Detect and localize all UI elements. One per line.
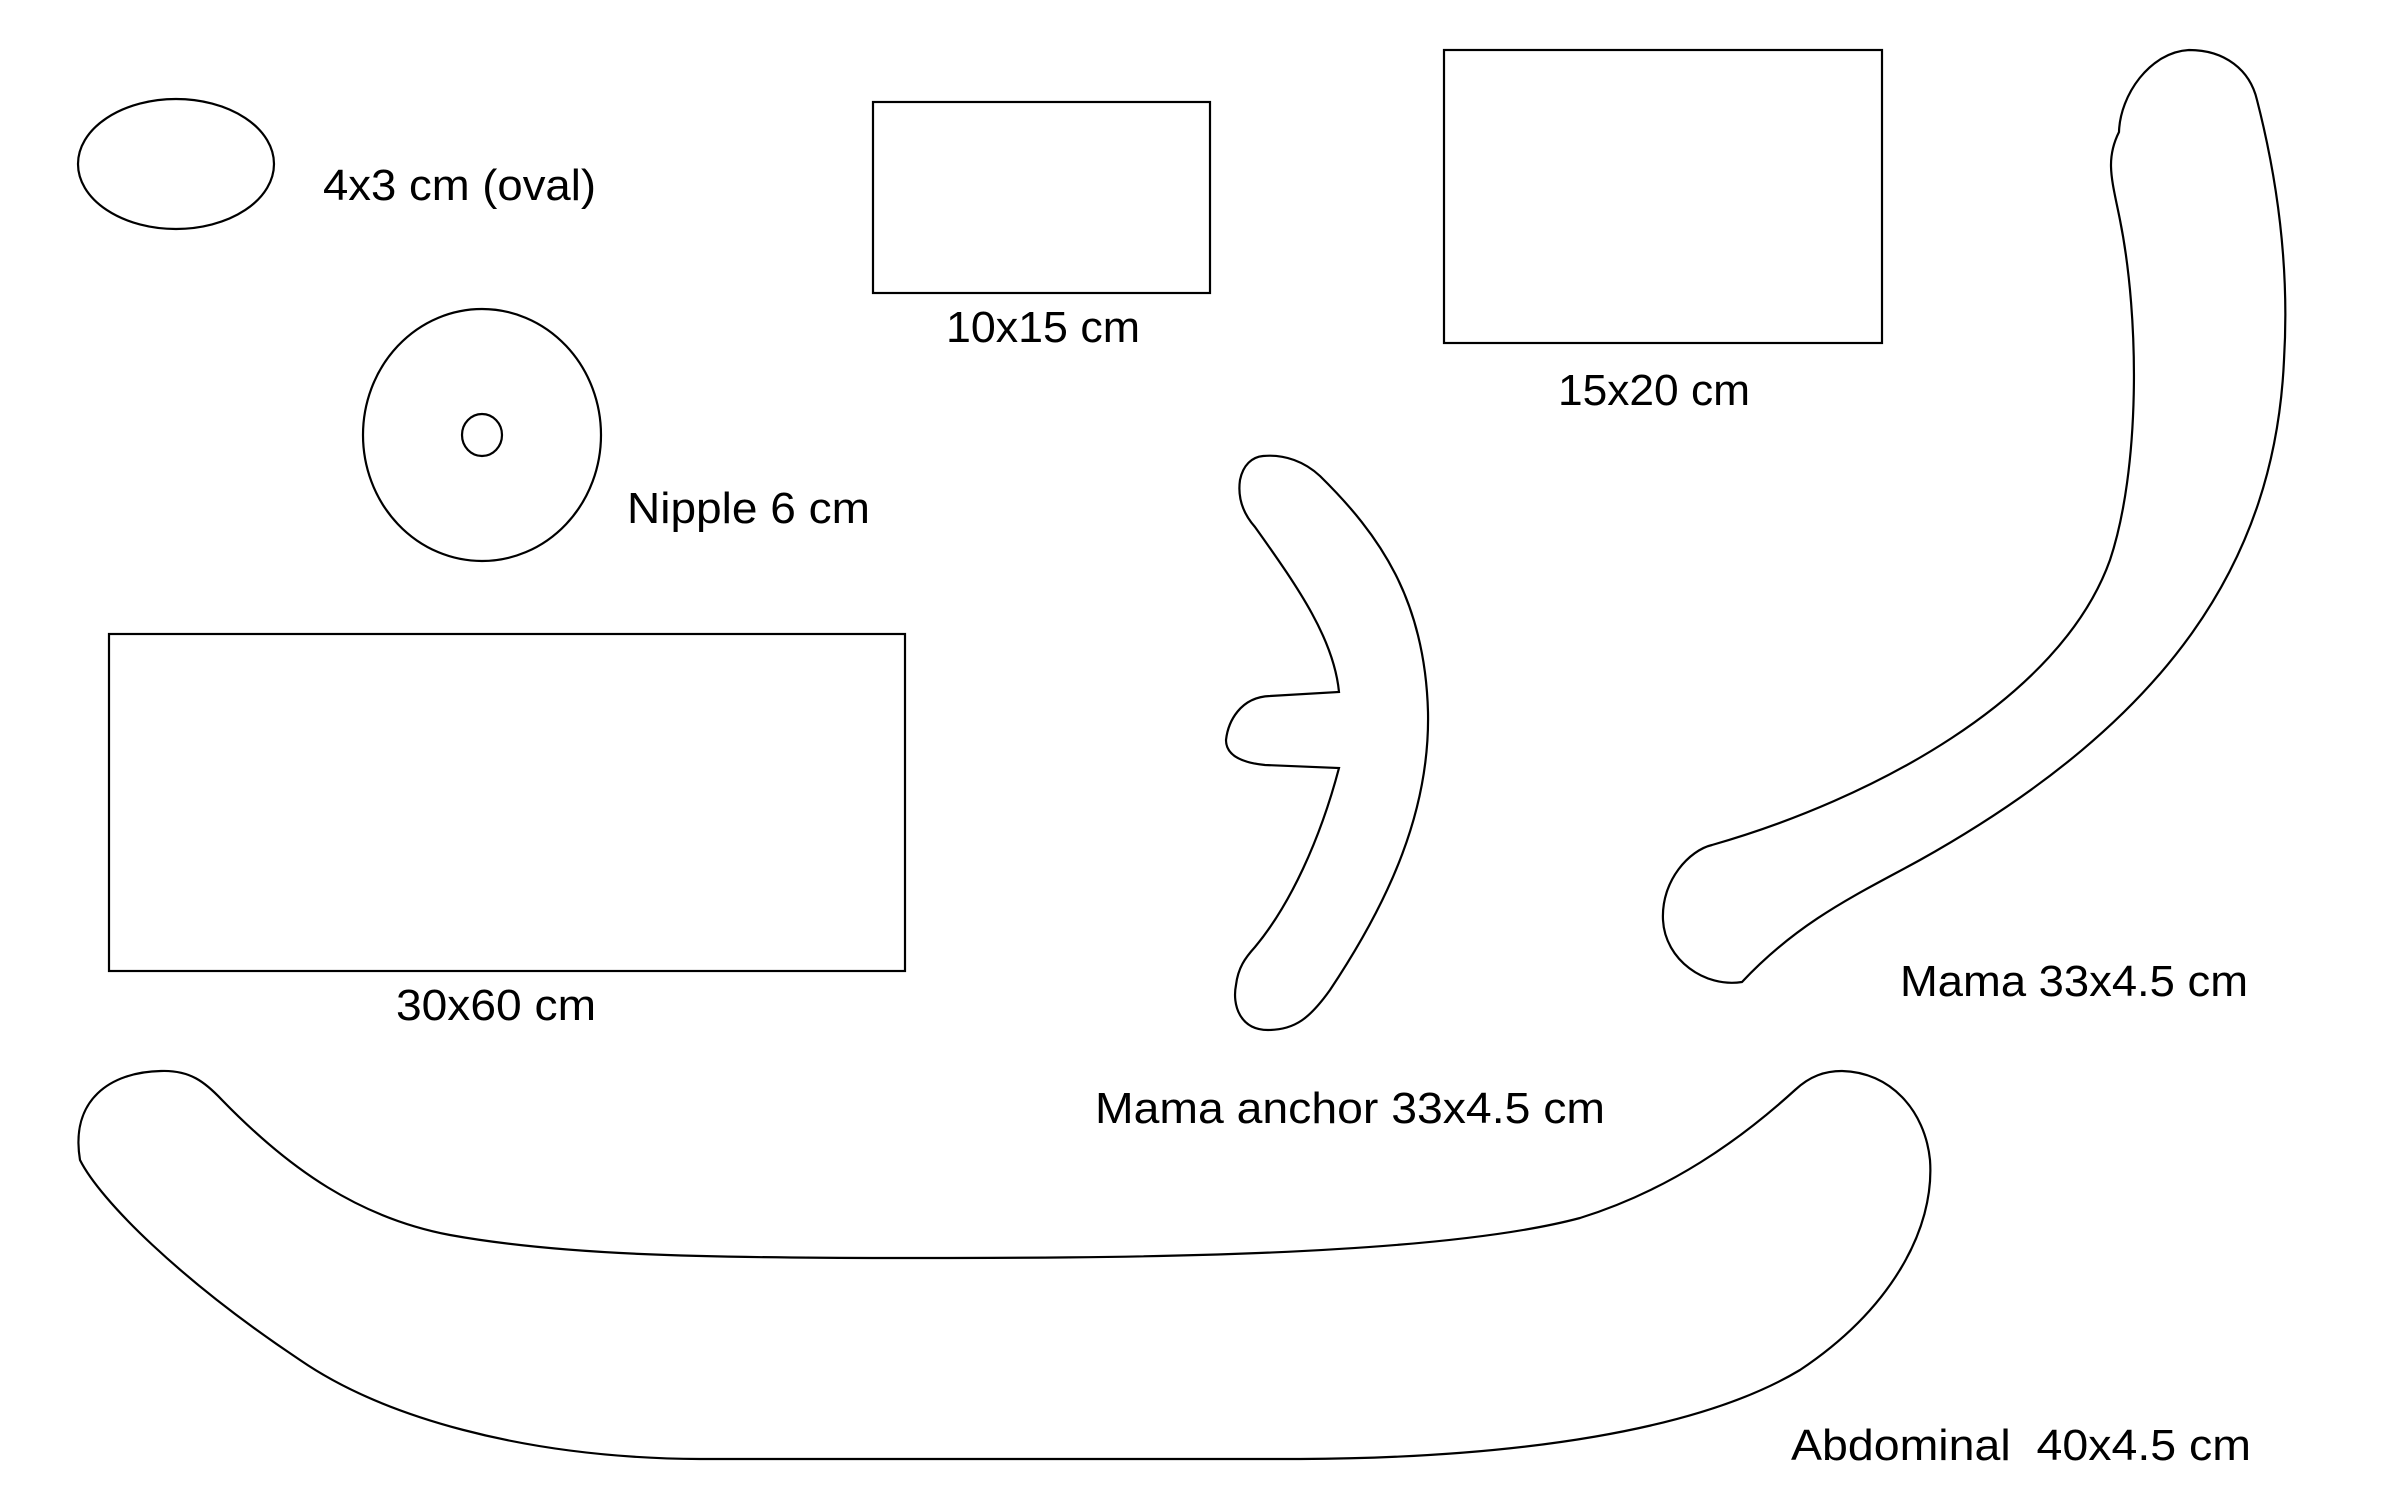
abdominal-label: Abdominal 40x4.5 cm — [1791, 1421, 2251, 1470]
oval-label: 4x3 cm (oval) — [323, 161, 596, 210]
abdominal-piece: Abdominal 40x4.5 cm — [77, 1069, 2251, 1470]
rect-10x15-piece: 10x15 cm — [871, 100, 1212, 352]
rect-15x20-label: 15x20 cm — [1558, 366, 1750, 415]
oval-piece: 4x3 cm (oval) — [76, 97, 596, 231]
mama-anchor-piece: Mama anchor 33x4.5 cm — [1095, 454, 1605, 1133]
rect-30x60-piece: 30x60 cm — [107, 632, 907, 1030]
rect-15x20-shape — [1442, 48, 1884, 345]
mama-piece: Mama 33x4.5 cm — [1661, 48, 2287, 1006]
oval-shape — [76, 97, 276, 231]
mama-anchor-label: Mama anchor 33x4.5 cm — [1095, 1084, 1605, 1133]
nipple-label: Nipple 6 cm — [627, 484, 870, 533]
rect-30x60-label: 30x60 cm — [396, 981, 596, 1030]
nipple-piece: Nipple 6 cm — [361, 307, 870, 563]
rect-10x15-label: 10x15 cm — [946, 303, 1140, 352]
mama-label: Mama 33x4.5 cm — [1900, 957, 2248, 1006]
rect-30x60-shape — [107, 632, 907, 973]
mama-anchor-shape — [1224, 454, 1430, 1032]
mama-shape — [1661, 48, 2287, 984]
rect-15x20-piece: 15x20 cm — [1442, 48, 1884, 415]
rect-10x15-shape — [871, 100, 1212, 295]
abdominal-shape — [77, 1069, 1932, 1461]
nipple-inner-circle — [460, 412, 504, 458]
